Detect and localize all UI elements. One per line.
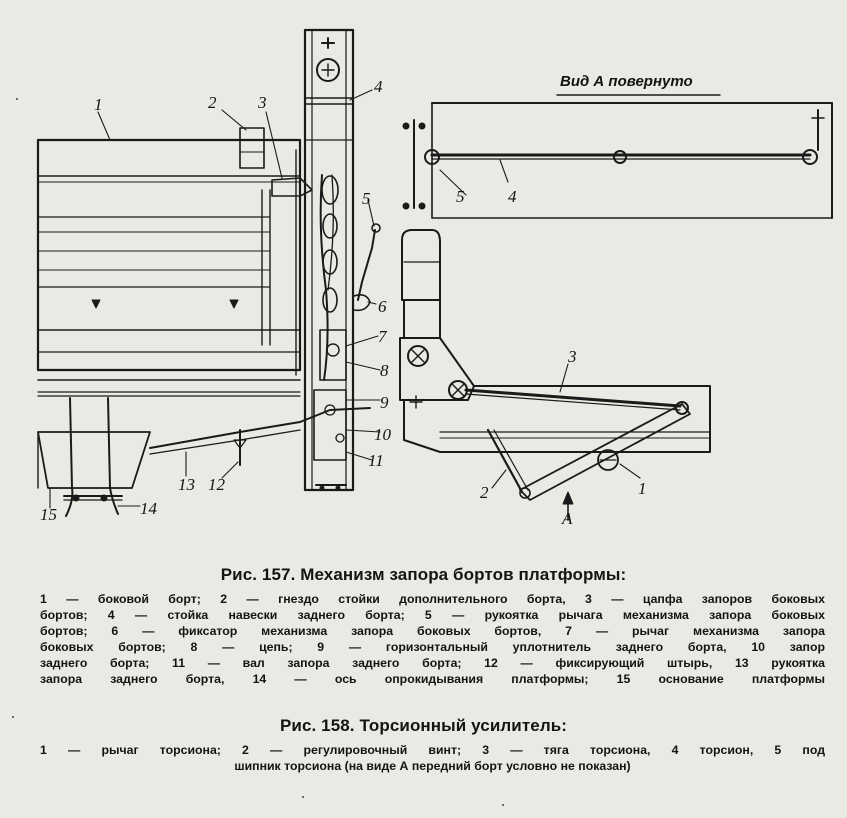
callout-7: 7 [378,327,388,346]
fig158-caption: Рис. 158. Торсионный усилитель: 1 — рыча… [0,716,847,774]
callout-13: 13 [178,475,195,494]
fig158-legend-line: шипник торсиона (на виде А передний борт… [234,759,631,773]
fig158-title: Рис. 158. Торсионный усилитель: [279,716,568,735]
arrow-a-label: А [561,509,573,528]
callout-4: 4 [374,77,383,96]
fig158-callout-1: 1 [638,479,647,498]
fig158-callout-3: 3 [567,347,577,366]
socket [239,127,265,169]
callout-6: 6 [378,297,387,316]
view-a-callout-5: 5 [456,187,465,206]
fig158-legend: 1 — рычаг торсиона; 2 — регулировочный в… [40,742,825,774]
fig158-callout-2: 2 [480,483,489,502]
fig157-caption: Рис. 157. Механизм запора бортов платфор… [0,565,847,687]
platform-base [37,397,151,517]
callout-1: 1 [94,95,103,114]
fig157-legend-line: бортов; 6 — фиксатор механизма запора бо… [40,624,825,638]
fig157-legend-line: заднего борта; 11 — вал запора заднего б… [40,656,825,670]
torsion-booster [399,229,711,521]
drawing-svg: 1 2 3 4 5 6 7 8 9 10 11 12 13 14 15 Вид … [36,28,833,528]
callout-8: 8 [380,361,389,380]
callout-2: 2 [208,93,217,112]
callout-3: 3 [257,93,267,112]
callout-11: 11 [368,451,384,470]
callout-labels: 1 2 3 4 5 6 7 8 9 10 11 12 13 14 15 Вид … [40,73,693,528]
fig157-legend: 1 — боковой борт; 2 — гнездо стойки допо… [40,591,825,687]
speckle [16,98,18,100]
callout-12: 12 [208,475,226,494]
callout-9: 9 [380,393,389,412]
pillar [303,28,355,492]
view-a [402,94,833,219]
speckle [12,716,14,718]
speckle [502,804,504,806]
fig157-legend-line: запора заднего борта, 14 — ось опрокидыв… [40,672,825,686]
callout-5: 5 [362,189,371,208]
fig158-legend-line: 1 — рычаг торсиона; 2 — регулировочный в… [40,743,825,757]
view-a-label: Вид А повернуто [560,73,693,90]
fig157-title: Рис. 157. Механизм запора бортов платфор… [220,565,627,584]
technical-drawing: 1 2 3 4 5 6 7 8 9 10 11 12 13 14 15 Вид … [36,28,833,528]
speckle [302,796,304,798]
view-a-callout-4: 4 [508,187,517,206]
callout-10: 10 [374,425,392,444]
fig157-legend-line: боковых бортов; 8 — цепь; 9 — горизонтал… [40,640,825,654]
callout-14: 14 [140,499,158,518]
side-board [36,138,302,397]
fig157-legend-line: бортов; 4 — стойка навески заднего борта… [40,608,825,622]
fig157-legend-line: 1 — боковой борт; 2 — гнездо стойки допо… [40,592,825,606]
callout-15: 15 [40,505,57,524]
